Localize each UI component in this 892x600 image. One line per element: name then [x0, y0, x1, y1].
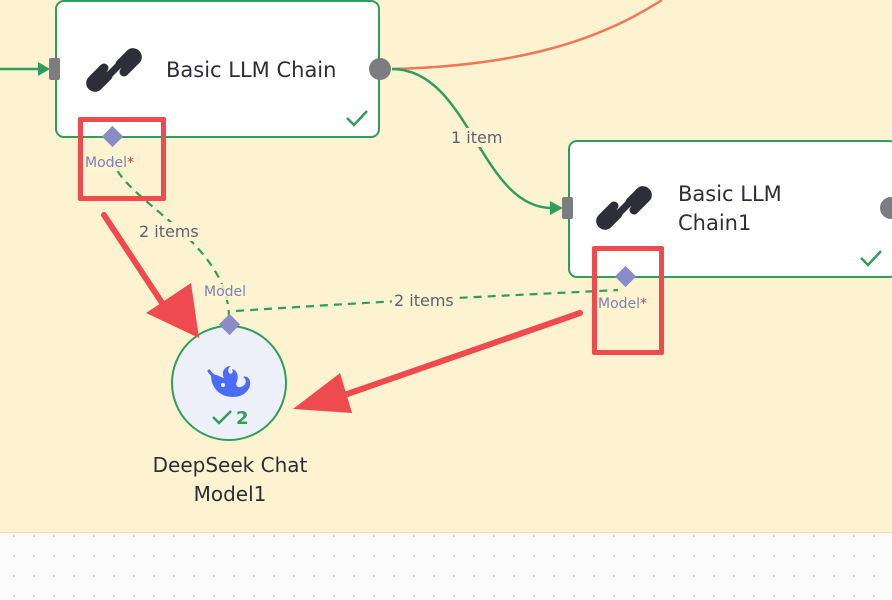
link-icon [86, 48, 142, 92]
success-check-icon [860, 250, 882, 267]
deepseek-chat-model-node[interactable]: 2 [171, 325, 287, 441]
annotation-highlight-box [78, 117, 166, 201]
annotation-arrow [101, 212, 199, 338]
model-node-title: DeepSeek Chat Model1 [152, 453, 308, 506]
annotation-highlight-box [592, 246, 664, 355]
model-output-label: Model [204, 284, 247, 300]
orange-connection[interactable] [391, 0, 663, 71]
annotation-arrow [293, 310, 583, 413]
basic-llm-chain1-node[interactable]: Basic LLM Chain1 [568, 140, 892, 278]
chain1-arrowhead [550, 201, 563, 215]
node-title-line1: Basic LLM [678, 182, 782, 206]
deepseek-whale-icon [207, 366, 251, 397]
node-title-line2: Chain1 [678, 211, 752, 235]
incoming-arrowhead [38, 62, 50, 76]
input-handle[interactable] [562, 197, 573, 219]
run-count: 2 [236, 408, 249, 429]
input-handle[interactable] [49, 58, 60, 80]
model-port-label: Model* [598, 296, 648, 312]
edge-label: 2 items [137, 222, 201, 241]
output-handle[interactable] [880, 197, 892, 219]
success-check-icon [212, 410, 232, 425]
edge-label: 2 items [392, 291, 456, 310]
node-title: Basic LLM Chain [166, 58, 337, 82]
output-handle[interactable] [369, 58, 391, 80]
model-port-label: Model* [85, 155, 135, 171]
success-check-icon [346, 110, 368, 127]
edge-label: 1 item [449, 128, 505, 147]
model-to-chain1-connection[interactable] [235, 288, 619, 313]
link-icon [596, 186, 652, 230]
